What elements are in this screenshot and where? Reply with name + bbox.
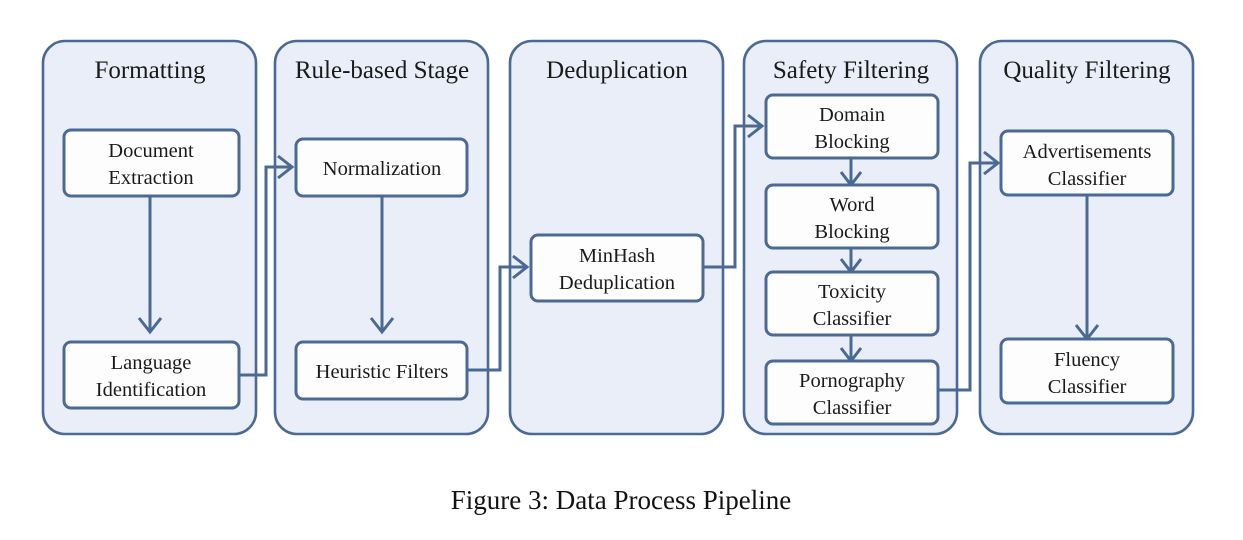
node-minhash-deduplication-line1: MinHash [579, 245, 655, 267]
node-fluency-classifier-line2: Classifier [1048, 376, 1127, 398]
stage-title-safety-filtering: Safety Filtering [773, 57, 930, 84]
connector-language-identification-to-normalization [239, 154, 295, 377]
node-word-blocking-rect[interactable] [764, 183, 940, 250]
node-language-identification-line2: Identification [96, 379, 206, 401]
node-toxicity-classifier-line2: Classifier [813, 308, 892, 330]
node-toxicity-classifier-rect[interactable] [764, 270, 940, 337]
node-minhash-deduplication-line2: Deduplication [559, 272, 675, 294]
node-document-extraction[interactable]: Document Extraction [62, 128, 241, 198]
node-language-identification-line1: Language [111, 352, 192, 374]
node-toxicity-classifier[interactable]: Toxicity Classifier [764, 270, 940, 337]
node-heuristic-filters-label: Heuristic Filters [316, 361, 449, 383]
node-document-extraction-rect[interactable] [62, 128, 241, 198]
stage-title-quality-filtering: Quality Filtering [1003, 57, 1171, 84]
node-normalization-line1: Normalization [323, 158, 441, 180]
node-normalization[interactable]: Normalization [294, 137, 469, 198]
stage-title-formatting: Formatting [94, 57, 206, 84]
node-normalization-rect[interactable] [294, 137, 469, 198]
node-language-identification-rect[interactable] [62, 340, 241, 410]
connector-document-extraction-to-language-identification [137, 196, 163, 335]
connector-pornography-classifier-to-advertisements-classifier [938, 150, 1001, 392]
node-domain-blocking-line1: Domain [819, 104, 885, 126]
stage-title-deduplication: Deduplication [546, 57, 688, 84]
node-advertisements-classifier-rect[interactable] [999, 129, 1175, 197]
node-heuristic-filters[interactable]: Normalization Heuristic Filters [294, 340, 469, 401]
node-pornography-classifier-line1: Pornography [799, 370, 906, 392]
figure-caption: Figure 3: Data Process Pipeline [451, 485, 791, 515]
node-advertisements-classifier-line1: Advertisements [1023, 141, 1152, 163]
node-fluency-classifier-line1: Fluency [1054, 349, 1121, 371]
connector-minhash-deduplication-to-domain-blocking [703, 113, 765, 269]
node-minhash-deduplication[interactable]: MinHash Deduplication [529, 233, 705, 303]
node-language-identification[interactable]: Language Identification [62, 340, 241, 410]
node-advertisements-classifier-line2: Classifier [1048, 168, 1127, 190]
node-pornography-classifier-rect[interactable] [764, 359, 940, 426]
node-word-blocking-line2: Blocking [814, 221, 889, 243]
node-minhash-deduplication-rect[interactable] [529, 233, 705, 303]
stage-title-rule-based-stage: Rule-based Stage [295, 57, 469, 84]
connector-heuristic-filters-to-minhash-deduplication [467, 254, 530, 372]
node-fluency-classifier[interactable]: Fluency Classifier [999, 337, 1175, 405]
node-pornography-classifier[interactable]: Pornography Classifier [764, 359, 940, 426]
connector-normalization-to-heuristic-filters [369, 196, 395, 335]
node-document-extraction-line2: Extraction [108, 167, 193, 189]
node-advertisements-classifier[interactable]: Advertisements Classifier [999, 129, 1175, 197]
node-heuristic-filters-rect[interactable] [294, 340, 469, 401]
node-fluency-classifier-rect[interactable] [999, 337, 1175, 405]
node-domain-blocking-line2: Blocking [814, 131, 889, 153]
node-word-blocking[interactable]: Word Blocking [764, 183, 940, 250]
node-toxicity-classifier-line1: Toxicity [818, 281, 887, 303]
node-word-blocking-line1: Word [829, 194, 874, 216]
node-domain-blocking[interactable]: Domain Blocking [764, 93, 940, 160]
node-document-extraction-line1: Document [108, 140, 194, 162]
node-domain-blocking-rect[interactable] [764, 93, 940, 160]
node-pornography-classifier-line2: Classifier [813, 397, 892, 419]
